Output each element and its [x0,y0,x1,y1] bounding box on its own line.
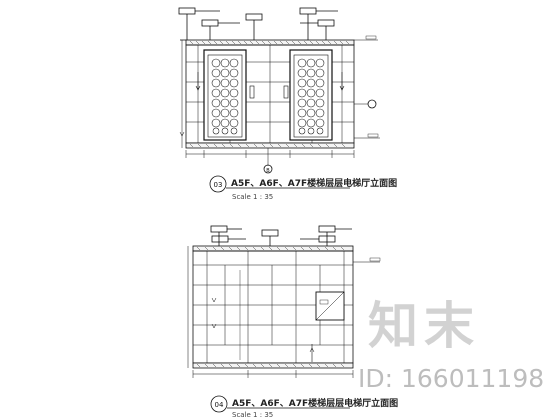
elevator-door-left [195,49,255,141]
elevation-title-04: A5F、A6F、A7F楼梯层层电梯厅立面图 [232,399,399,409]
drawing-tag-04: 04 [210,395,350,413]
floor-band [185,142,355,149]
callout-tags-bottom [210,225,352,246]
section-marker-text: B [266,168,270,174]
elevation-title-03: A5F、A6F、A7F楼梯层层电梯厅立面图 [231,179,398,189]
callout-tags-top [178,7,338,40]
elevation-scale-03: Scale 1 : 35 [232,193,274,201]
drawing-tag-04-text: 04 [215,401,224,409]
elevator-door-right [283,49,345,141]
elevation-scale-04: Scale 1 : 35 [232,411,274,419]
wall-panel-box [315,291,345,321]
elevation-04 [187,225,381,378]
ceiling-band [185,39,355,46]
elevation-03 [178,7,380,174]
detail-callout-right [367,99,377,109]
drawing-tag-03-text: 03 [214,181,223,189]
drawing-tag-03: 03 [209,175,350,193]
section-marker [263,164,273,174]
